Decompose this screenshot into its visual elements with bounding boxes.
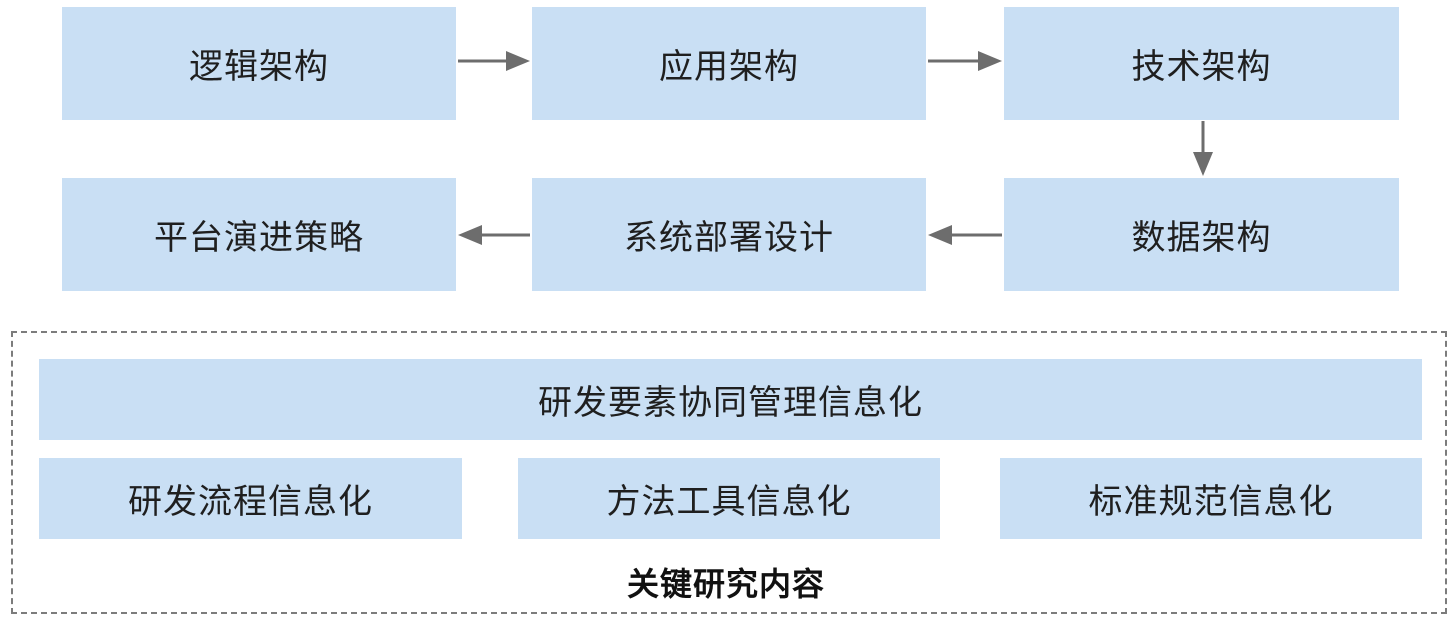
- tools-informatization-box: 方法工具信息化: [518, 458, 940, 539]
- standards-informatization-label: 标准规范信息化: [1088, 482, 1334, 522]
- application-architecture-label: 应用架构: [659, 47, 799, 87]
- logical-architecture-label: 逻辑架构: [189, 47, 329, 87]
- technical-architecture-label: 技术架构: [1131, 47, 1272, 87]
- data-architecture-label: 数据架构: [1131, 218, 1272, 258]
- arrow-deployment-to-platform: [458, 225, 530, 245]
- platform-evolution-box: 平台演进策略: [62, 178, 456, 291]
- key-research-frame: [11, 331, 1447, 614]
- key-research-title: 关键研究内容: [626, 565, 825, 603]
- collaboration-informatization-box: 研发要素协同管理信息化: [39, 359, 1422, 440]
- application-architecture-box: 应用架构: [532, 7, 926, 120]
- collaboration-informatization-label: 研发要素协同管理信息化: [538, 383, 923, 423]
- arrow-application-to-technical: [928, 51, 1002, 71]
- arrow-technical-to-data: [1193, 121, 1213, 176]
- tools-informatization-label: 方法工具信息化: [606, 482, 852, 522]
- system-deployment-label: 系统部署设计: [624, 218, 834, 258]
- process-informatization-label: 研发流程信息化: [128, 482, 373, 522]
- standards-informatization-box: 标准规范信息化: [1000, 458, 1422, 539]
- system-deployment-box: 系统部署设计: [532, 178, 926, 291]
- platform-evolution-label: 平台演进策略: [154, 218, 364, 258]
- process-informatization-box: 研发流程信息化: [39, 458, 462, 539]
- arrow-logical-to-application: [458, 51, 530, 71]
- logical-architecture-box: 逻辑架构: [62, 7, 456, 120]
- arrow-data-to-deployment: [928, 225, 1002, 245]
- data-architecture-box: 数据架构: [1004, 178, 1399, 291]
- technical-architecture-box: 技术架构: [1004, 7, 1399, 120]
